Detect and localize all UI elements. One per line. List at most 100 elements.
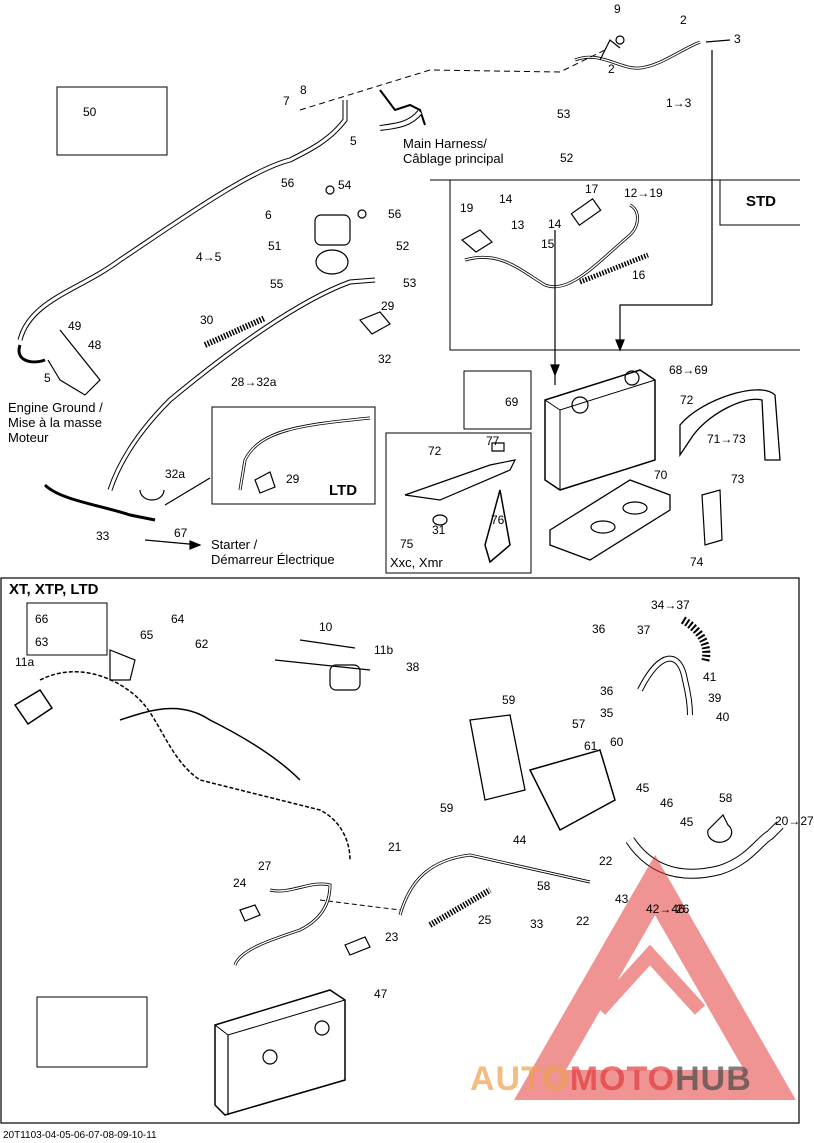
strap-72 [679, 389, 781, 461]
std-frame-side [449, 180, 800, 351]
callout-65: 36 [600, 684, 614, 698]
callout-22: 28→32a [231, 375, 277, 389]
part-50-box [56, 86, 168, 156]
callout-28: 17 [585, 182, 599, 196]
callout-87: 22 [576, 914, 590, 928]
watermark-text: AUTOMOTOHUB [470, 1060, 752, 1099]
section-ltd-title: LTD [329, 482, 358, 499]
callout-59: 11b [374, 643, 394, 657]
cable-4-5 [17, 100, 348, 341]
bracket-72-xxc [404, 459, 517, 501]
callout-92: 47 [374, 987, 388, 1001]
battery-negative [624, 370, 640, 386]
solenoid-51 [314, 214, 351, 246]
callout-40: 77 [486, 434, 500, 448]
watermark-part2: MOTO [569, 1060, 676, 1098]
part-66-67-box [26, 602, 108, 656]
callout-27: 50 [83, 105, 97, 119]
regulator-57 [528, 749, 616, 832]
battery-68 [544, 369, 656, 491]
cap-17 [570, 197, 602, 227]
callout-11: 56 [281, 176, 295, 190]
callout-91: 23 [385, 930, 399, 944]
watermark-part1: AUTO [470, 1060, 570, 1098]
callout-64: 41 [703, 670, 717, 684]
note-starter: Starter / Démarreur Électrique [211, 537, 335, 567]
callout-84: 42→46 [646, 902, 685, 916]
callout-58: 10 [319, 620, 333, 634]
callout-57: 11a [15, 655, 35, 669]
callout-39: 71→73 [707, 432, 746, 446]
callout-71: 57 [572, 717, 586, 731]
callout-52: 66 [35, 612, 49, 626]
callout-19: 29 [381, 299, 395, 313]
callout-74: 44 [513, 833, 527, 847]
callout-68: 40 [716, 710, 730, 724]
callout-34: 15 [541, 237, 555, 251]
callout-61: 36 [592, 622, 606, 636]
callout-55: 64 [171, 612, 185, 626]
callout-31: 14 [499, 192, 513, 206]
callout-32: 13 [511, 218, 525, 232]
spring-16 [579, 252, 649, 285]
callout-63: 34→37 [651, 598, 690, 612]
callout-56: 62 [195, 637, 209, 651]
note-xxc: Xxc, Xmr [390, 555, 443, 570]
cap-27 [239, 904, 261, 922]
xxc-frame [385, 432, 532, 574]
callout-43: 73 [731, 472, 745, 486]
callout-4: 2 [608, 62, 615, 76]
callout-12: 54 [338, 178, 352, 192]
callout-10: 52 [560, 151, 574, 165]
callout-79: 20→27 [775, 814, 814, 828]
callout-21: 30 [200, 313, 214, 327]
bracket-63 [109, 649, 136, 681]
callout-72: 61 [584, 739, 598, 753]
solenoid-10 [329, 664, 361, 691]
callout-49: 29 [286, 472, 300, 486]
callout-51: 67 [174, 526, 188, 540]
callout-15: 51 [268, 239, 282, 253]
callout-83: 43 [615, 892, 629, 906]
callout-20: 32 [378, 352, 392, 366]
callout-60: 38 [406, 660, 420, 674]
callout-14: 56 [388, 207, 402, 221]
callout-82: 58 [537, 879, 551, 893]
callout-53: 63 [35, 635, 49, 649]
callout-69: 60 [610, 735, 624, 749]
cap-25 [344, 936, 371, 956]
callout-73: 59 [440, 801, 454, 815]
callout-17: 53 [403, 276, 417, 290]
plate-60 [469, 714, 526, 801]
callout-80: 21 [388, 840, 402, 854]
callout-2: 2 [680, 13, 687, 27]
callout-76: 46 [660, 796, 674, 810]
callout-7: 8 [300, 83, 307, 97]
callout-35: 16 [632, 268, 646, 282]
callout-33: 14 [548, 217, 562, 231]
callout-1: 9 [614, 2, 621, 16]
section-std-title: STD [746, 193, 776, 210]
callout-6: 7 [283, 94, 290, 108]
boot-32 [358, 311, 391, 335]
callout-86: 33 [530, 917, 544, 931]
callout-77: 58 [719, 791, 733, 805]
nut-77 [491, 442, 505, 452]
harness-62 [13, 688, 54, 726]
callout-78: 45 [680, 815, 694, 829]
note-main-harness: Main Harness/ Câblage principal [403, 136, 504, 166]
callout-37: 69 [505, 395, 519, 409]
callout-38: 72 [680, 393, 694, 407]
callout-25: 48 [88, 338, 102, 352]
callout-44: 74 [690, 555, 704, 569]
callout-13: 6 [265, 208, 272, 222]
callout-89: 24 [233, 876, 247, 890]
callout-45: 76 [491, 513, 505, 527]
callout-26: 5 [44, 371, 51, 385]
ltd-frame [211, 406, 376, 505]
part-69-box [463, 370, 532, 430]
callout-81: 22 [599, 854, 613, 868]
spring-30 [203, 315, 267, 348]
